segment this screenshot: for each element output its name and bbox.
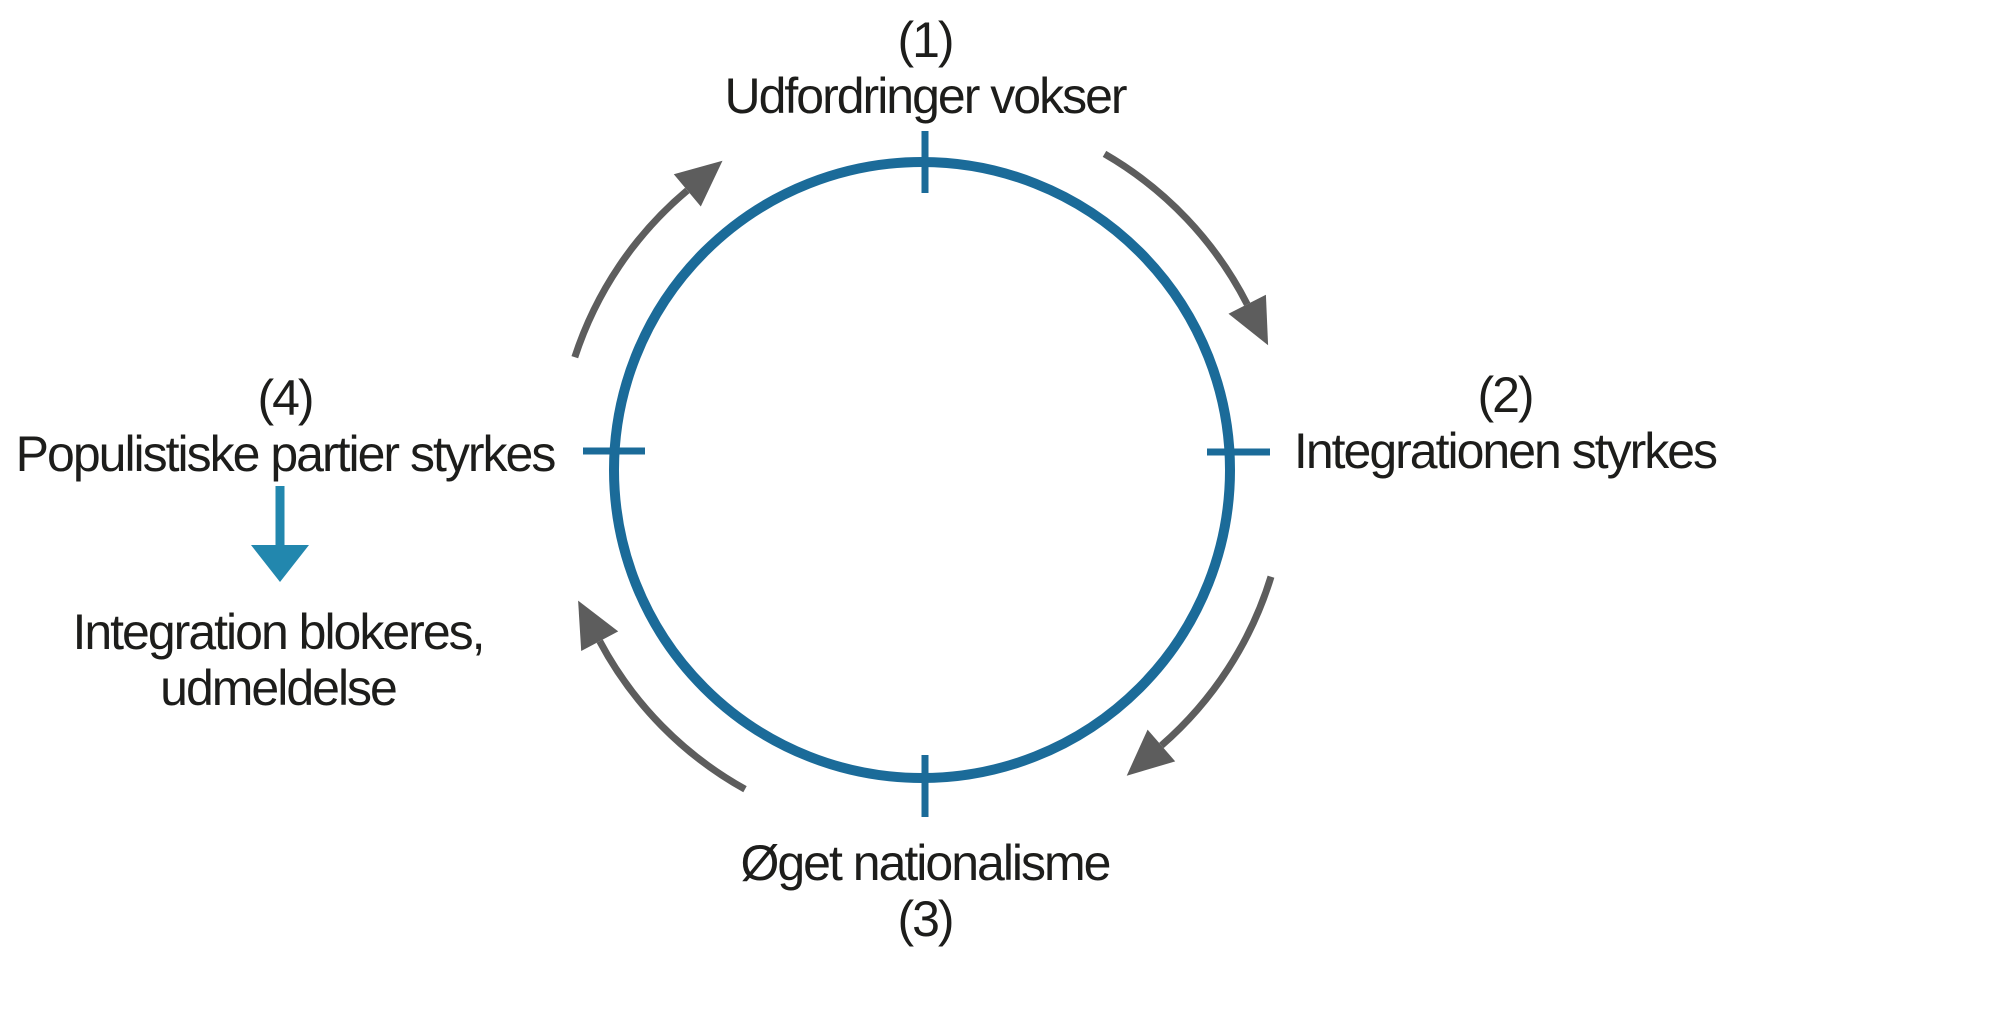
node-right-label: Integrationen styrkes <box>1293 423 1718 479</box>
exit-note-line2: udmeldelse <box>160 660 398 716</box>
node-top-label: Udfordringer vokser <box>724 68 1127 124</box>
node-bottom-label: Øget nationalisme <box>740 835 1111 891</box>
node-left-number: (4) <box>257 370 314 426</box>
cycle-arrow-bottom-right-icon <box>1126 575 1275 776</box>
node-bottom-number: (3) <box>897 891 954 947</box>
node-bottom: Øget nationalisme (3) <box>645 835 1205 947</box>
node-top-number: (1) <box>897 12 954 68</box>
cycle-circle <box>609 157 1235 783</box>
down-arrow-icon <box>251 486 309 582</box>
node-right: (2) Integrationen styrkes <box>1225 367 1785 479</box>
node-left: (4) Populistiske partier styrkes <box>0 370 570 482</box>
cycle-arrow-top-right-icon <box>1102 150 1269 346</box>
cycle-arrow-top-left-icon <box>571 160 723 359</box>
node-left-label: Populistiske partier styrkes <box>15 426 557 482</box>
exit-note: Integration blokeres, udmeldelse <box>0 604 556 716</box>
node-right-number: (2) <box>1477 367 1534 423</box>
exit-note-line1: Integration blokeres, <box>72 604 485 660</box>
cycle-arrow-bottom-left-icon <box>578 600 747 793</box>
node-top: (1) Udfordringer vokser <box>625 12 1225 124</box>
